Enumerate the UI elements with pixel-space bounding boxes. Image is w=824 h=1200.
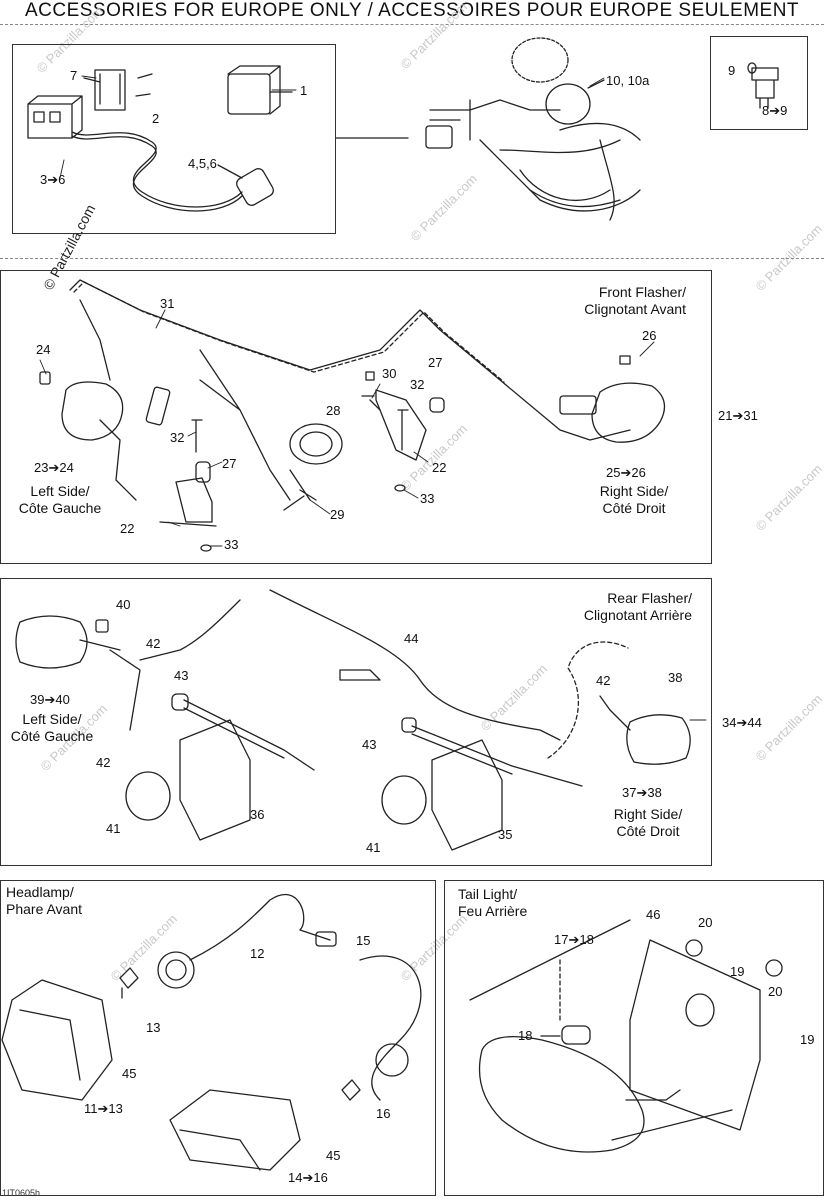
callout-41-left: 41: [106, 821, 121, 836]
callout-2: 2: [152, 111, 160, 126]
front-right-flasher-drawing: [559, 355, 666, 443]
callout-27-left: 27: [222, 456, 237, 471]
front-left-flasher-drawing: [39, 371, 217, 552]
callout-36: 36: [250, 807, 265, 822]
callout-42-right: 42: [596, 673, 611, 688]
front-flasher-box: [0, 270, 712, 564]
rear-flasher-heading: Rear Flasher/ Clignotant Arrière: [583, 590, 692, 623]
callout-20-bottom: 20: [768, 984, 783, 999]
tail-light-drawing: [469, 919, 783, 1153]
callout-32-right: 32: [410, 377, 425, 392]
title-rule: [0, 24, 824, 25]
callout-4-5-6: 4,5,6: [188, 156, 217, 171]
callout-9: 9: [728, 63, 736, 78]
rear-left-side-label: Left Side/ Côté Gauche: [10, 711, 94, 744]
callout-42-left-bottom: 42: [96, 755, 111, 770]
rear-flasher-box: [0, 578, 712, 866]
callout-33-left: 33: [224, 537, 239, 552]
front-center-drawing: [283, 371, 445, 511]
callout-22-right: 22: [432, 460, 447, 475]
rear-harness-drawing: [139, 589, 629, 759]
relay-drawing: [227, 65, 293, 115]
callout-10-10a: 10, 10a: [606, 73, 650, 88]
callout-12: 12: [250, 946, 265, 961]
callout-40: 40: [116, 597, 131, 612]
callout-7: 7: [70, 68, 78, 83]
callout-11-13: 11➔13: [84, 1101, 123, 1116]
leader-lines: [39, 75, 707, 721]
callout-32-left: 32: [170, 430, 185, 445]
callout-37-38: 37➔38: [622, 785, 662, 800]
callout-19-top: 19: [730, 964, 745, 979]
callout-3-6: 3➔6: [40, 172, 66, 187]
callout-45-right: 45: [326, 1148, 341, 1163]
callout-25-26: 25➔26: [606, 465, 646, 480]
callout-42-left-top: 42: [146, 636, 161, 651]
callout-44: 44: [404, 631, 419, 646]
callout-45-left: 45: [122, 1066, 137, 1081]
callout-35: 35: [498, 827, 513, 842]
callout-16: 16: [376, 1106, 391, 1121]
headlamp-box: [0, 880, 436, 1196]
figure-code: 1IT0605h: [2, 1188, 41, 1198]
callout-8-9: 8➔9: [762, 103, 788, 118]
callout-29: 29: [330, 507, 345, 522]
callout-43-left: 43: [174, 668, 189, 683]
callout-43-right: 43: [362, 737, 377, 752]
callout-15: 15: [356, 933, 371, 948]
front-range-label: 21➔31: [718, 408, 758, 423]
callout-33-right: 33: [420, 491, 435, 506]
callout-1: 1: [300, 83, 308, 98]
rear-range-label: 34➔44: [722, 715, 762, 730]
bike-front-drawing: [425, 37, 779, 221]
callout-14-16: 14➔16: [288, 1170, 328, 1185]
harness-detail-box: [12, 44, 336, 234]
callout-23-24: 23➔24: [34, 460, 74, 475]
front-harness-drawing: [69, 279, 631, 501]
callout-20-top: 20: [698, 915, 713, 930]
callout-41-right: 41: [366, 840, 381, 855]
front-flasher-heading: Front Flasher/ Clignotant Avant: [584, 284, 686, 317]
headlamp-drawing: [1, 893, 422, 1171]
front-right-side-label: Right Side/ Côté Droit: [599, 483, 669, 516]
callout-27-right: 27: [428, 355, 443, 370]
callout-31: 31: [160, 296, 175, 311]
callout-19-bottom: 19: [800, 1032, 815, 1047]
rear-left-flasher-drawing: [15, 615, 315, 841]
rear-right-side-label: Right Side/ Côté Droit: [613, 806, 683, 839]
callout-30: 30: [382, 366, 397, 381]
callout-28: 28: [326, 403, 341, 418]
tail-light-heading: Tail Light/ Feu Arrière: [458, 886, 528, 919]
callout-17-18: 17➔18: [554, 932, 594, 947]
callout-38: 38: [668, 670, 683, 685]
callout-24: 24: [36, 342, 51, 357]
callout-26: 26: [642, 328, 657, 343]
rear-right-flasher-drawing: [381, 695, 691, 851]
section-rule: [0, 258, 824, 259]
callout-39-40: 39➔40: [30, 692, 70, 707]
connector-block-drawing: [27, 69, 409, 212]
headlamp-heading: Headlamp/ Phare Avant: [6, 884, 83, 917]
bulb-detail-box: [710, 36, 808, 130]
callout-13: 13: [146, 1020, 161, 1035]
front-left-side-label: Left Side/ Côte Gauche: [18, 483, 102, 516]
page-title: ACCESSORIES FOR EUROPE ONLY / ACCESSOIRE…: [24, 0, 800, 21]
callout-18: 18: [518, 1028, 533, 1043]
callout-22-left: 22: [120, 521, 135, 536]
callout-46: 46: [646, 907, 661, 922]
